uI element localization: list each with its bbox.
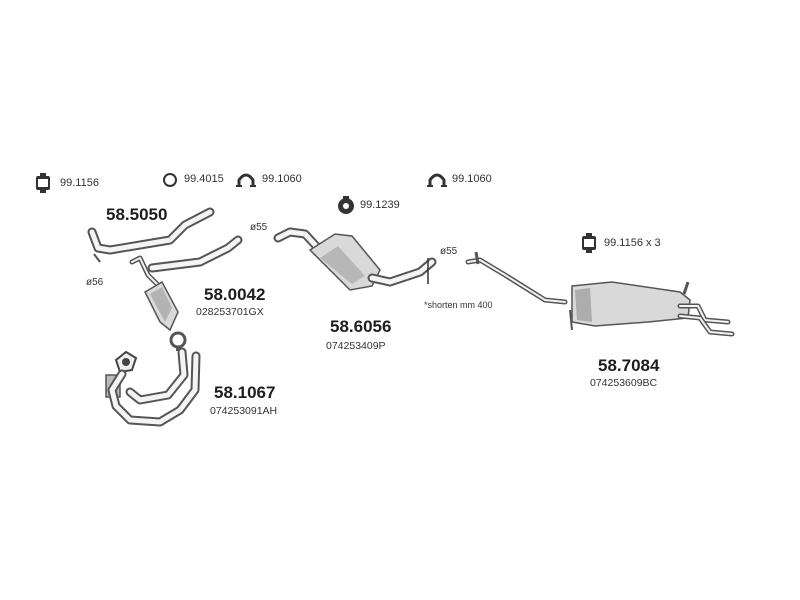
oem-number-middle-silencer: 074253409P (326, 340, 386, 352)
rear-silencer-drawing (465, 251, 735, 337)
oem-number-rear-silencer: 074253609BC (590, 377, 658, 389)
gasket-ring-icon (163, 173, 177, 187)
downpipe-drawing (105, 347, 201, 427)
part-number-front-pipe: 58.5050 (106, 205, 168, 224)
middle-silencer-drawing (273, 227, 437, 291)
diameter-front-pipe: ø56 (86, 277, 104, 288)
accessory-label-rubber-mount-a: 99.1156 (60, 177, 99, 189)
clamp-icon (427, 173, 447, 187)
accessory-label-rubber-mount-b: 99.1239 (360, 199, 400, 211)
accessory-label-rubber-mount-c: 99.1156 x 3 (604, 237, 661, 249)
accessory-label-gasket-ring: 99.4015 (184, 173, 224, 185)
clamp-icon (236, 173, 256, 187)
rubber-mount-icon (582, 233, 596, 253)
rubber-ring-icon (338, 196, 354, 214)
oem-number-downpipe: 074253091AH (210, 405, 278, 417)
accessory-label-clamp-a: 99.1060 (262, 173, 302, 185)
diameter-intermediate-pipe: ø55 (440, 246, 458, 257)
part-number-downpipe: 58.1067 (214, 383, 276, 402)
part-number-middle-silencer: 58.6056 (330, 317, 392, 336)
rubber-mount-icon (36, 173, 50, 193)
part-number-rear-silencer: 58.7084 (598, 356, 660, 375)
oem-number-catalyst: 028253701GX (196, 306, 264, 318)
front-pipe-drawing (87, 207, 215, 263)
catalyst-drawing (129, 235, 243, 351)
diameter-catalyst: ø55 (250, 222, 268, 233)
accessory-label-clamp-b: 99.1060 (452, 173, 492, 185)
shorten-note: *shorten mm 400 (424, 300, 493, 310)
part-number-catalyst: 58.0042 (204, 285, 266, 304)
